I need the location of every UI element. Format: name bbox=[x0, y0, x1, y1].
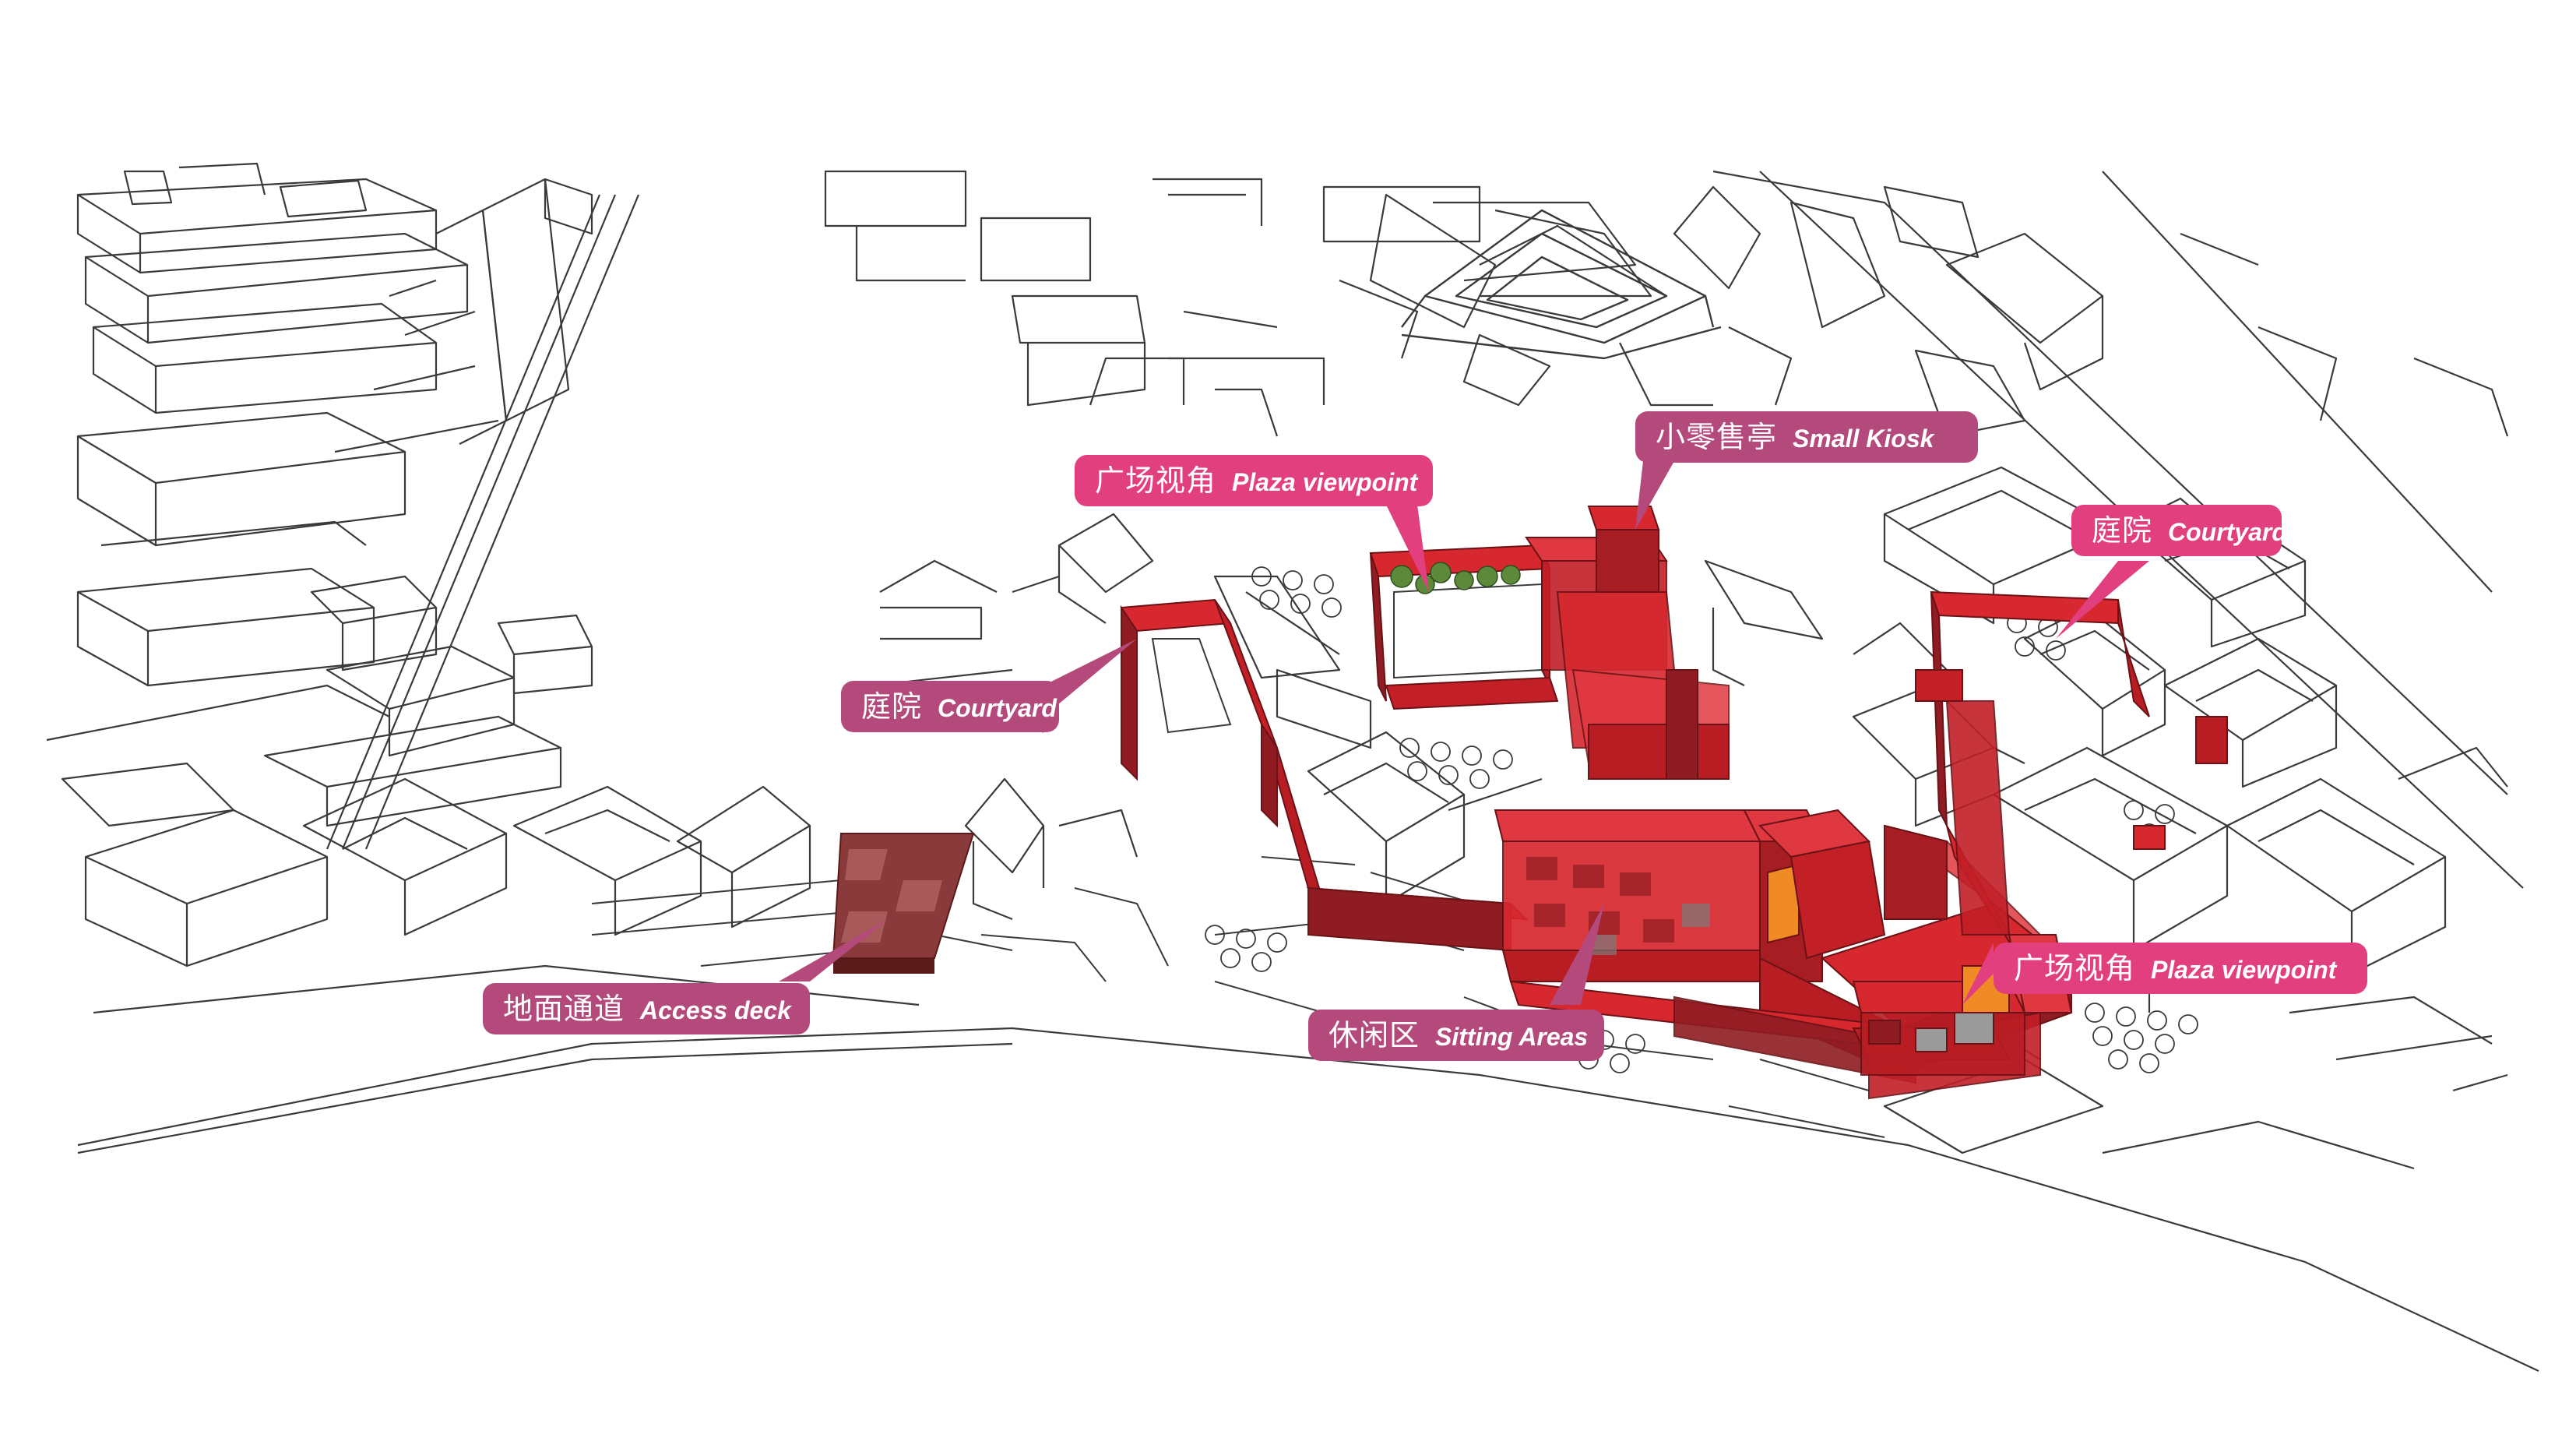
callout-en: Plaza viewpoint bbox=[1232, 468, 1418, 496]
callout-plaza-viewpoint-top: 广场视角 Plaza viewpoint bbox=[1075, 455, 1433, 506]
callout-en: Plaza viewpoint bbox=[2151, 956, 2337, 984]
access-deck bbox=[832, 833, 975, 974]
callout-en: Sitting Areas bbox=[1435, 1023, 1589, 1051]
callout-en: Courtyard bbox=[2168, 518, 2287, 546]
context-buildings-left bbox=[46, 162, 593, 827]
seating-circles bbox=[1205, 566, 2198, 1073]
left-courtyard-frame bbox=[1120, 598, 1529, 952]
callout-zh: 广场视角 bbox=[1095, 463, 1217, 498]
callout-courtyard-right: 庭院 Courtyard bbox=[2071, 505, 2287, 556]
callout-sitting-areas: 休闲区 Sitting Areas bbox=[1308, 1010, 1604, 1061]
callout-en: Small Kiosk bbox=[1793, 425, 1934, 453]
callout-zh: 庭院 bbox=[2092, 513, 2153, 548]
leader-plaza-viewpoint-top bbox=[1386, 505, 1429, 592]
kiosk-and-route bbox=[1525, 506, 1730, 780]
leader-sitting-areas bbox=[1550, 904, 1604, 1005]
leader-courtyard-left bbox=[1043, 639, 1137, 717]
leader-plaza-viewpoint-right bbox=[1962, 943, 1994, 1005]
callout-small-kiosk: 小零售亭 Small Kiosk bbox=[1635, 411, 1978, 463]
callout-plaza-viewpoint-right: 广场视角 Plaza viewpoint bbox=[1994, 943, 2367, 994]
callout-leaders bbox=[779, 461, 2149, 1005]
callout-zh: 小零售亭 bbox=[1656, 420, 1778, 454]
callout-zh: 庭院 bbox=[861, 689, 923, 724]
right-plaza-platform bbox=[1852, 965, 2026, 1076]
leader-small-kiosk bbox=[1635, 461, 1674, 530]
context-buildings-middle bbox=[84, 513, 2025, 967]
callout-zh: 休闲区 bbox=[1328, 1018, 1420, 1052]
pagoda-roof bbox=[1401, 209, 1722, 360]
callout-en: Access deck bbox=[640, 996, 791, 1024]
callout-zh: 广场视角 bbox=[2014, 951, 2136, 985]
context-buildings-top bbox=[824, 170, 2509, 438]
callout-courtyard-left: 庭院 Courtyard bbox=[841, 681, 1059, 732]
callout-access-deck: 地面通道 Access deck bbox=[483, 983, 810, 1034]
road-lines bbox=[77, 170, 2539, 1372]
callout-en: Courtyard bbox=[938, 694, 1057, 722]
leader-access-deck bbox=[779, 919, 888, 982]
callout-zh: 地面通道 bbox=[503, 992, 625, 1026]
sitting-areas-block bbox=[1494, 809, 1824, 982]
leader-courtyard-right bbox=[2056, 561, 2149, 639]
central-plaza-frame bbox=[1369, 544, 1559, 710]
